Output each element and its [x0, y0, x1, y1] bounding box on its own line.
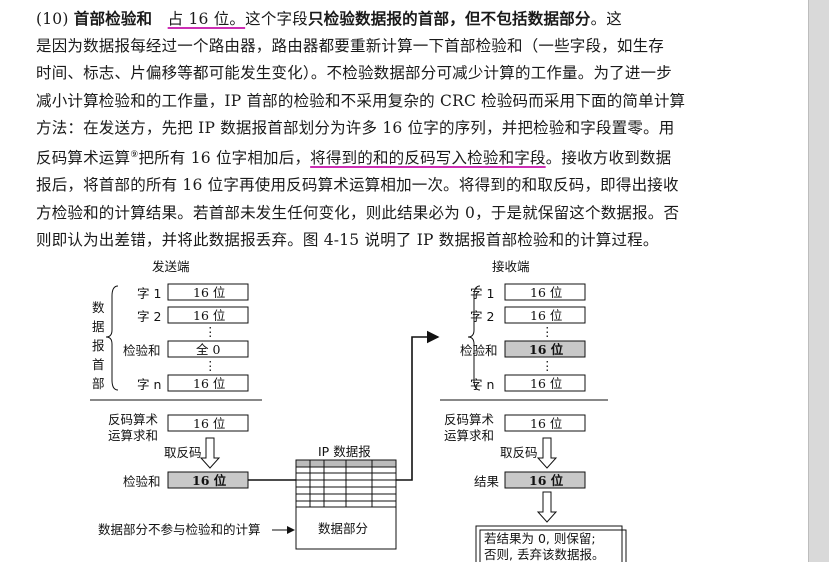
- text-line-3: 时间、标志、片偏移等都可能发生变化）。不检验数据部分可减少计算的工作量。为了进一…: [36, 64, 672, 83]
- sender-word2-box: [167, 306, 249, 324]
- sender-wordn-label: 字 n: [137, 377, 161, 392]
- sender-bracket: [105, 285, 119, 391]
- data-not-included-label: 数据部分不参与检验和的计算: [98, 522, 261, 537]
- receiver-result-value: 16 位: [529, 473, 564, 488]
- receiver-sum-label-1: 反码算术: [444, 412, 495, 427]
- sender-word1-value: 16 位: [193, 285, 225, 300]
- svg-text:首: 首: [92, 357, 105, 372]
- text-line-8: 方检验和的计算结果。若首部未发生任何变化，则此结果必为 0，于是就保留这个数据报…: [36, 203, 680, 222]
- receiver-bracket: [467, 285, 481, 391]
- scrollbar-track[interactable]: [808, 0, 829, 562]
- text-line-4: 减小计算检验和的工作量，IP 首部的检验和不采用复杂的 CRC 检验码而采用下面…: [36, 91, 686, 110]
- ip-datagram-label: IP 数据报: [318, 444, 371, 459]
- receiver-word1-label: 字 1: [470, 286, 494, 301]
- receiver-dots-2: ⋮: [541, 358, 554, 373]
- svg-text:部: 部: [92, 376, 105, 391]
- svg-text:数: 数: [92, 300, 105, 315]
- header-bracket-label: 数 据 报 首 部: [92, 300, 105, 391]
- sender-word1-label: 字 1: [137, 286, 161, 301]
- sender-checksum-result-value: 16 位: [192, 473, 227, 488]
- receiver-word1-box: [504, 283, 586, 301]
- receiver-complement-label: 取反码: [500, 445, 538, 460]
- receiver-word1-value: 16 位: [530, 285, 562, 300]
- receiver-word2-box: [504, 306, 586, 324]
- receiver-word2-value: 16 位: [530, 308, 562, 323]
- sender-dots-2: ⋮: [204, 358, 217, 373]
- sender-complement-label: 取反码: [164, 445, 202, 460]
- sender-word1-box: [167, 283, 249, 301]
- decision-note-line-1: 若结果为 0, 则保留;: [484, 531, 596, 546]
- highlight-16bit: 占 16 位。: [167, 10, 246, 28]
- receiver-title: 接收端: [492, 259, 530, 274]
- ip-datagram-data: [295, 506, 397, 550]
- receiver-sum-box: [504, 414, 586, 432]
- text-line-6: 反码算术运算⑨把所有 16 位字相加后，将得到的和的反码写入检验和字段。接收方收…: [36, 149, 672, 168]
- data-part-label: 数据部分: [318, 521, 368, 536]
- receiver-result-box: [504, 471, 586, 489]
- sender-word2-label: 字 2: [137, 309, 161, 324]
- receiver-wordn-label: 字 n: [470, 377, 494, 392]
- receiver-wordn-box: [504, 374, 586, 392]
- receiver-word2-label: 字 2: [470, 309, 494, 324]
- sender-sum-value: 16 位: [193, 416, 225, 431]
- sender-down-arrow: [199, 437, 221, 469]
- receiver-sum-label-2: 运算求和: [444, 428, 494, 443]
- receiver-down-arrow: [536, 437, 558, 469]
- receiver-wordn-value: 16 位: [530, 376, 562, 391]
- decision-note-shadow: [479, 529, 627, 562]
- sender-title: 发送端: [152, 259, 190, 274]
- sender-wordn-box: [167, 374, 249, 392]
- sender-checksum-result-label: 检验和: [123, 474, 161, 489]
- receiver-dots-1: ⋮: [541, 324, 554, 339]
- receiver-checksum-box: [504, 340, 586, 358]
- sender-sum-label-2: 运算求和: [108, 428, 158, 443]
- text-line-5: 方法：在发送方，先把 IP 数据报首部划分为许多 16 位字的序列，并把检验和字…: [36, 118, 675, 137]
- sender-checksum-label: 检验和: [123, 343, 161, 358]
- receiver-checksum-value: 16 位: [529, 342, 564, 357]
- decision-note-box: [475, 525, 623, 562]
- sender-sum-box: [167, 414, 249, 432]
- sender-checksum-value: 全 0: [196, 342, 220, 357]
- datagram-to-receiver-arrow: [396, 330, 440, 481]
- receiver-result-label: 结果: [474, 474, 500, 489]
- decision-note-line-2: 否则, 丢弃该数据报。: [484, 547, 604, 562]
- sender-checksum-box: [167, 340, 249, 358]
- text-line-2: 是因为数据报每经过一个路由器，路由器都要重新计算一下首部检验和（一些字段，如生存: [36, 37, 665, 56]
- receiver-sum-value: 16 位: [530, 416, 562, 431]
- sender-sum-label-1: 反码算术: [108, 412, 159, 427]
- result-down-arrow: [536, 491, 558, 523]
- text-line-7: 报后，将首部的所有 16 位字再使用反码算术运算相加一次。将得到的和取反码，即得…: [36, 176, 679, 195]
- text-line-9: 则即认为出差错，并将此数据报丢弃。图 4-15 说明了 IP 数据报首部检验和的…: [36, 230, 659, 249]
- sender-wordn-value: 16 位: [193, 376, 225, 391]
- ip-datagram-header: [295, 459, 397, 508]
- receiver-checksum-label: 检验和: [460, 343, 498, 358]
- body-paragraph: (10) 首部检验和 占 16 位。这个字段只检验数据报的首部，但不包括数据部分…: [36, 6, 771, 254]
- svg-text:据: 据: [92, 319, 105, 334]
- highlight-write-complement: 将得到的和的反码写入检验和字段: [310, 149, 546, 168]
- text-line-1: (10) 首部检验和 占 16 位。这个字段只检验数据报的首部，但不包括数据部分…: [36, 10, 622, 28]
- sender-dots-1: ⋮: [204, 324, 217, 339]
- sender-word2-value: 16 位: [193, 308, 225, 323]
- svg-text:报: 报: [92, 338, 105, 353]
